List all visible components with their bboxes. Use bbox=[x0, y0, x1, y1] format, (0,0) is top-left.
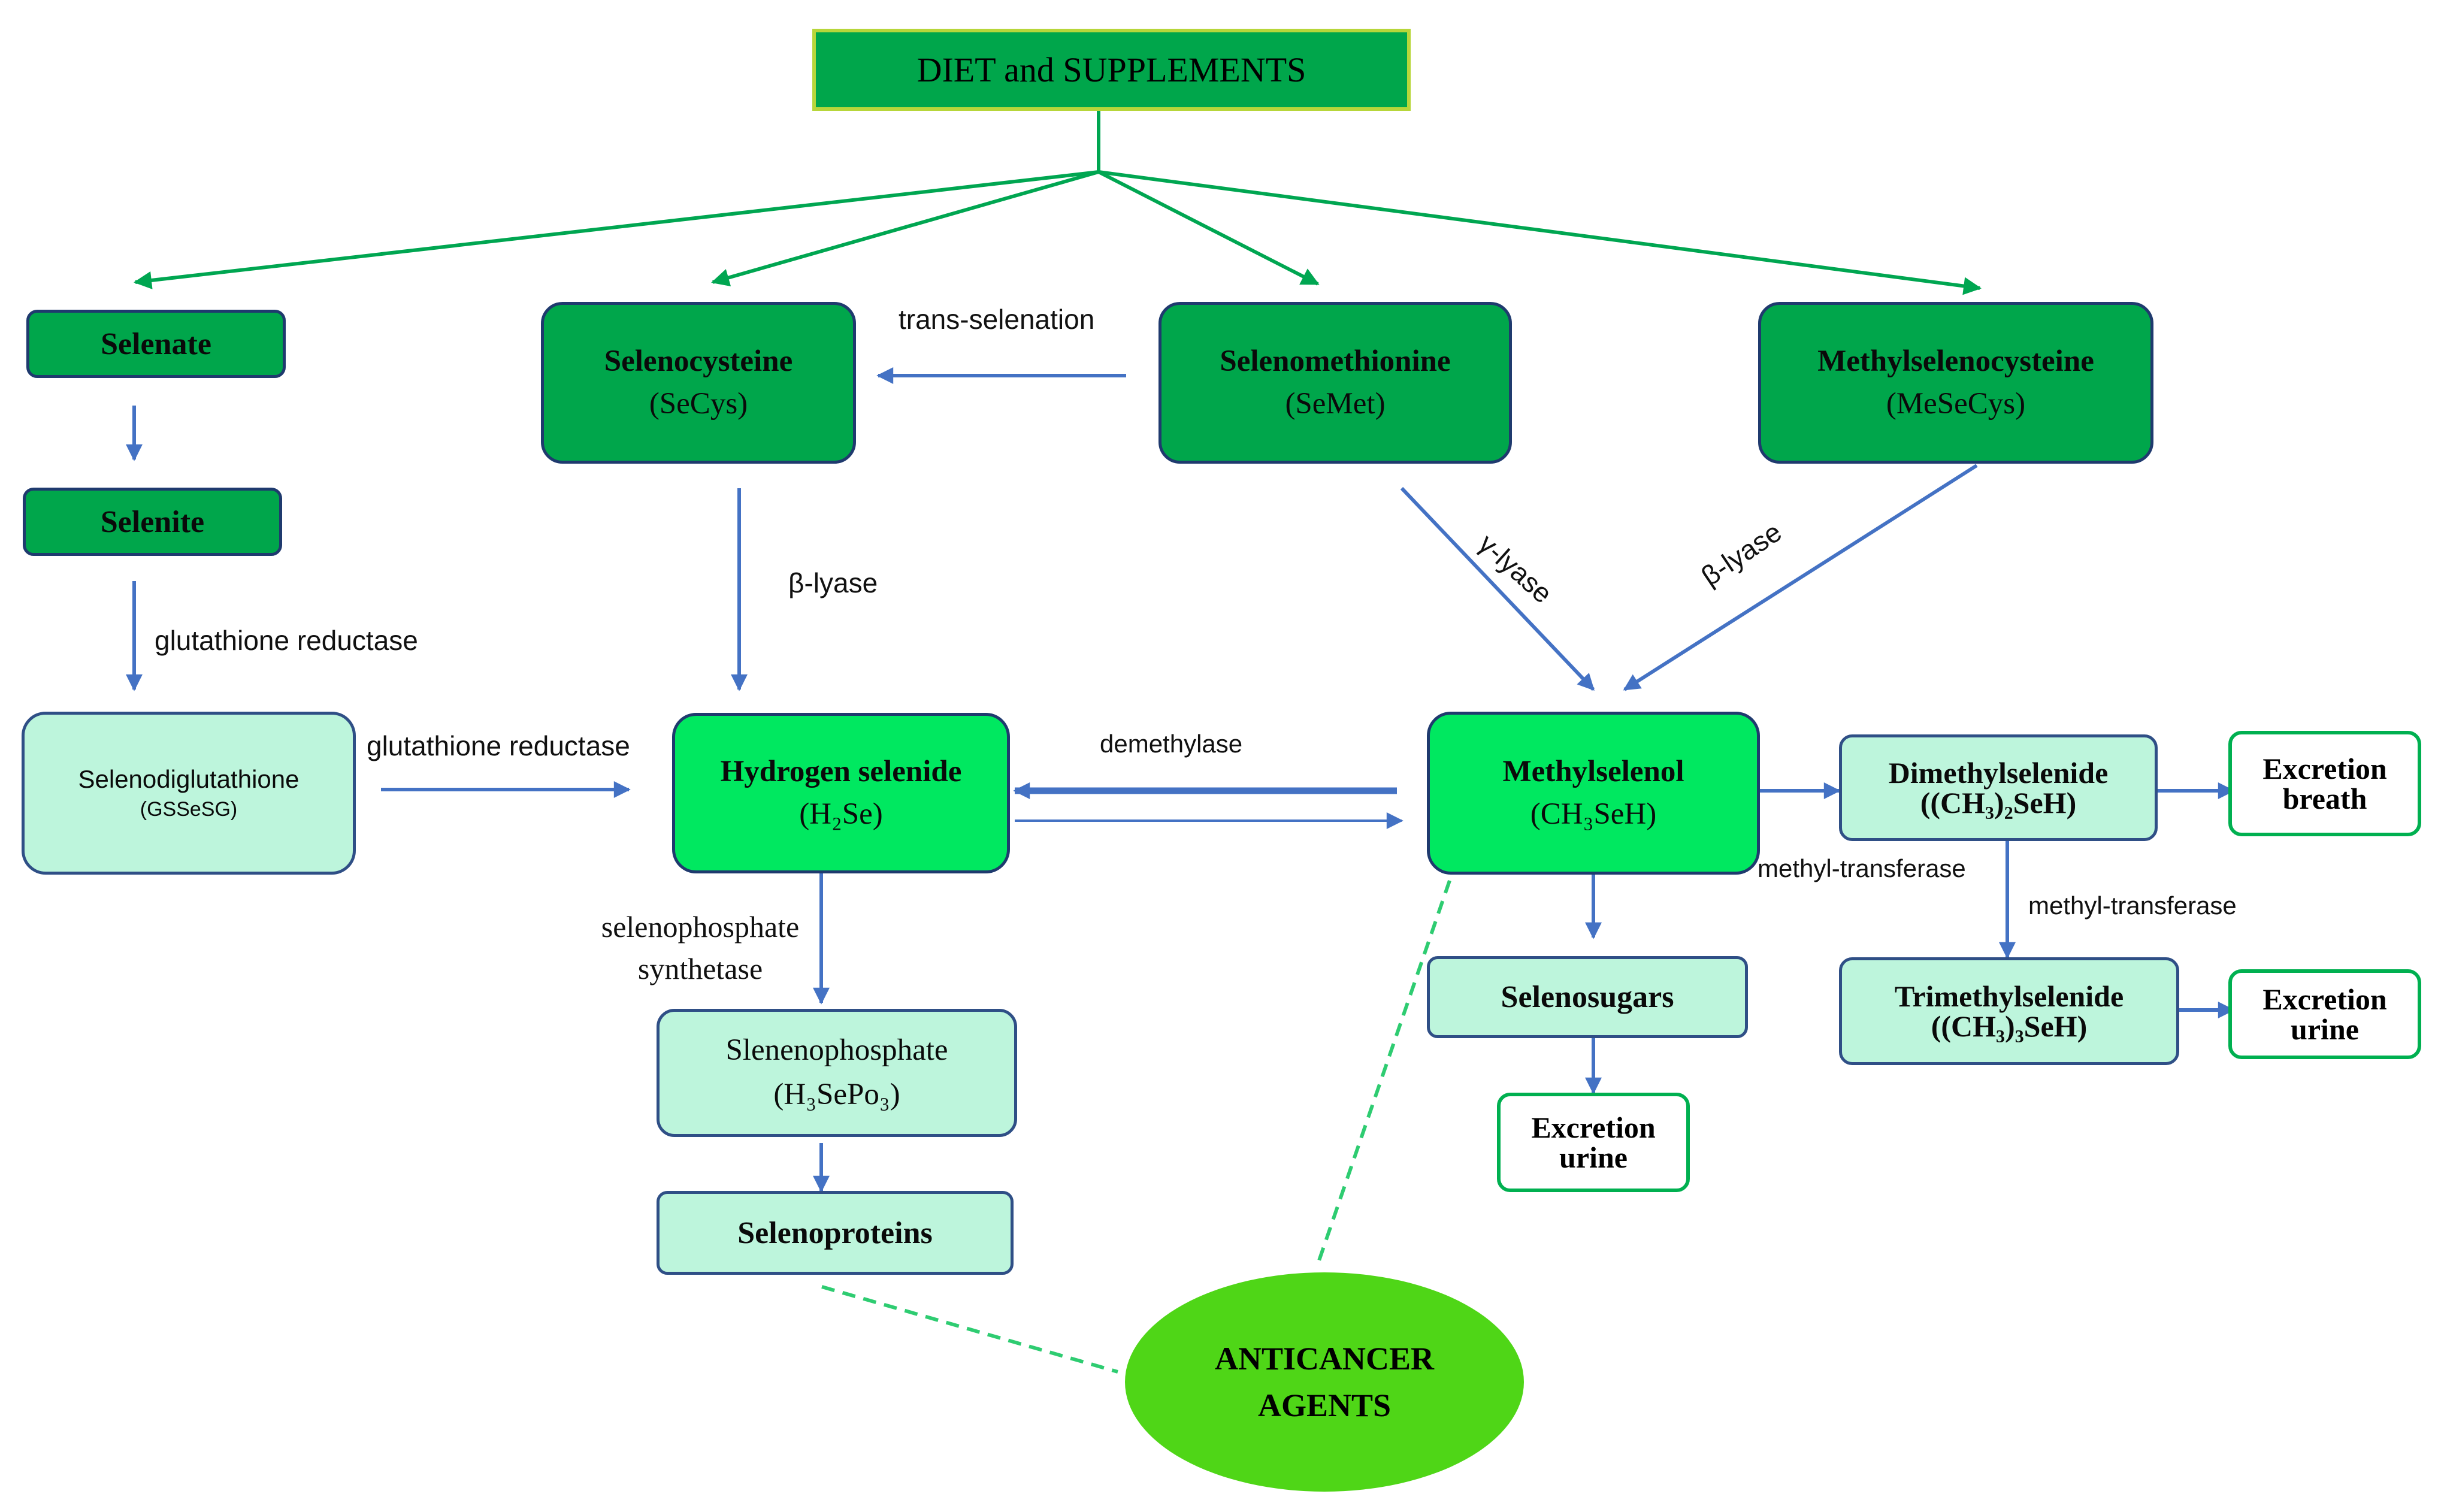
methylselenol-formula: (CH₃SeH) bbox=[1530, 797, 1657, 831]
arrow-diet-to-selenate bbox=[134, 170, 1099, 289]
anticancer-line2: AGENTS bbox=[1257, 1387, 1392, 1423]
excretion-urine-right-line2: urine bbox=[2291, 1012, 2359, 1046]
selenophosphate-name: Slenenophosphate bbox=[725, 1033, 948, 1068]
label-selenophosphate-synthetase-line2: synthetase bbox=[637, 952, 763, 985]
dashed-link-selenoproteins-anticancer bbox=[821, 1285, 1118, 1374]
label-glutathione-reductase-1: glutathione reductase bbox=[155, 625, 418, 656]
label-glutathione-reductase-2: glutathione reductase bbox=[367, 730, 630, 761]
selenomethionine-abbr: (SeMet) bbox=[1285, 387, 1386, 421]
pathway-arrows bbox=[126, 367, 2235, 1193]
anticancer-links bbox=[821, 880, 1451, 1374]
methylselenol-box: Methylselenol (CH₃SeH) bbox=[1427, 712, 1760, 875]
selenodiglutathione-box: Selenodiglutathione (GSSeSG) bbox=[22, 712, 356, 875]
selenoproteins-box: Selenoproteins bbox=[657, 1191, 1014, 1275]
methylselenocysteine-name: Methylselenocysteine bbox=[1817, 344, 2094, 378]
arrow-methylselenocysteine-to-methylselenol bbox=[1623, 464, 1978, 691]
selenite-label: Selenite bbox=[100, 504, 205, 539]
excretion-breath-box: Excretion breath bbox=[2228, 731, 2421, 836]
hydrogen-selenide-formula: (H₂Se) bbox=[799, 797, 883, 831]
dimethylselenide-box: Dimethylselenide ((CH₃)₂SeH) bbox=[1839, 734, 2158, 841]
arrow-selenomethionine-to-methylselenol bbox=[1400, 486, 1595, 691]
selenomethionine-name: Selenomethionine bbox=[1220, 344, 1451, 378]
selenosugars-box: Selenosugars bbox=[1427, 956, 1748, 1038]
selenodiglutathione-abbr: (GSSeSG) bbox=[140, 798, 238, 821]
excretion-urine-center-line2: urine bbox=[1559, 1141, 1628, 1174]
trimethylselenide-name: Trimethylselenide bbox=[1894, 979, 2124, 1013]
arrow-diet-to-methylselenocysteine bbox=[1098, 170, 1982, 295]
excretion-breath-line2: breath bbox=[2282, 782, 2367, 815]
label-trans-selenation: trans-selenation bbox=[899, 304, 1095, 335]
label-beta-lyase-1: β-lyase bbox=[788, 567, 878, 598]
selenate-box: Selenate bbox=[26, 310, 286, 378]
dashed-link-methylselenol-anticancer bbox=[1316, 880, 1451, 1265]
selenosugars-label: Selenosugars bbox=[1501, 980, 1674, 1014]
label-demethylase: demethylase bbox=[1100, 730, 1243, 758]
methylselenocysteine-box: Methylselenocysteine (MeSeCys) bbox=[1758, 302, 2153, 464]
excretion-breath-line1: Excretion bbox=[2262, 752, 2387, 785]
selenate-label: Selenate bbox=[101, 326, 211, 361]
excretion-urine-right-line1: Excretion bbox=[2262, 982, 2387, 1016]
label-methyl-transferase-1: methyl-transferase bbox=[1758, 854, 1966, 882]
selenocysteine-abbr: (SeCys) bbox=[649, 387, 748, 421]
dimethylselenide-formula: ((CH₃)₂SeH) bbox=[1920, 786, 2077, 819]
arrow-diet-to-selenomethionine bbox=[1097, 170, 1320, 286]
anticancer-agents-oval: ANTICANCER AGENTS bbox=[1125, 1272, 1524, 1492]
excretion-urine-right-box: Excretion urine bbox=[2228, 969, 2421, 1059]
methylselenol-name: Methylselenol bbox=[1502, 754, 1684, 788]
hydrogen-selenide-name: Hydrogen selenide bbox=[720, 754, 962, 788]
diet-and-supplements-box: DIET and SUPPLEMENTS bbox=[812, 29, 1411, 111]
selenophosphate-box: Slenenophosphate (H₃SePo₃) bbox=[657, 1009, 1017, 1137]
trimethylselenide-formula: ((CH₃)₃SeH) bbox=[1931, 1009, 2088, 1043]
selenophosphate-formula: (H₃SePo₃) bbox=[773, 1078, 900, 1111]
arrow-diet-to-selenocysteine bbox=[711, 170, 1099, 287]
selenomethionine-box: Selenomethionine (SeMet) bbox=[1158, 302, 1512, 464]
diet-distribution-arrows bbox=[134, 111, 1982, 295]
trimethylselenide-box: Trimethylselenide ((CH₃)₃SeH) bbox=[1839, 957, 2179, 1065]
selenodiglutathione-name: Selenodiglutathione bbox=[78, 764, 300, 793]
anticancer-line1: ANTICANCER bbox=[1214, 1340, 1435, 1377]
label-selenophosphate-synthetase-line1: selenophosphate bbox=[601, 910, 800, 944]
excretion-urine-center-line1: Excretion bbox=[1531, 1111, 1656, 1144]
selenocysteine-name: Selenocysteine bbox=[604, 344, 793, 378]
hydrogen-selenide-box: Hydrogen selenide (H₂Se) bbox=[672, 713, 1010, 873]
selenite-box: Selenite bbox=[23, 488, 282, 556]
selenocysteine-box: Selenocysteine (SeCys) bbox=[541, 302, 856, 464]
excretion-urine-center-box: Excretion urine bbox=[1497, 1093, 1690, 1192]
methylselenocysteine-abbr: (MeSeCys) bbox=[1886, 387, 2026, 421]
label-selenophosphate-synthetase: selenophosphate synthetase bbox=[583, 906, 817, 990]
label-methyl-transferase-2: methyl-transferase bbox=[2028, 891, 2237, 920]
selenoproteins-label: Selenoproteins bbox=[737, 1215, 933, 1250]
dimethylselenide-name: Dimethylselenide bbox=[1888, 756, 2109, 790]
diet-and-supplements-label: DIET and SUPPLEMENTS bbox=[916, 50, 1306, 89]
